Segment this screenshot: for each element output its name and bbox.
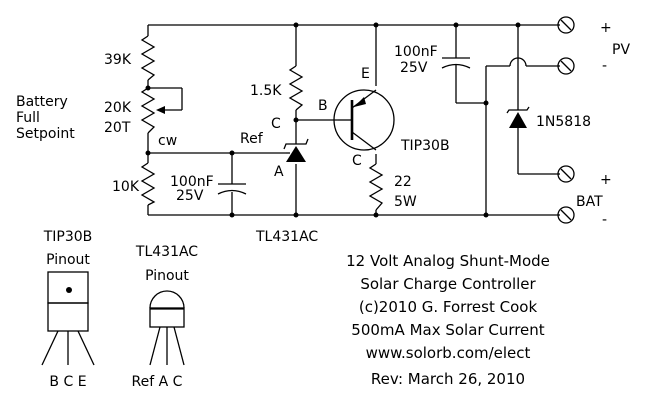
tl431-package: [149, 290, 185, 328]
capacitor-c1: [217, 183, 247, 195]
label-q-base: B: [318, 98, 328, 114]
pinout-tl431-subtitle: Pinout: [145, 268, 189, 284]
label-r-22: 22: [394, 174, 412, 190]
label-bat-plus: +: [600, 172, 612, 188]
resistor-1-5k: [288, 65, 304, 111]
pinout-tl431-pins: Ref A C: [132, 374, 183, 390]
label-r-5w: 5W: [394, 194, 417, 210]
tip30b-transistor: [333, 89, 395, 151]
title-block: 12 Volt Analog Shunt-Mode Solar Charge C…: [346, 252, 550, 388]
label-r-20t: 20T: [104, 120, 131, 136]
label-setpoint-line2: Full: [16, 110, 40, 126]
label-tip30b: TIP30B: [400, 138, 450, 154]
junction-dots: [145, 22, 521, 218]
label-bat: BAT: [576, 194, 603, 210]
title-line-5: www.solorb.com/elect: [366, 344, 531, 362]
label-c2-voltage: 25V: [400, 60, 428, 76]
label-r-39k: 39K: [104, 52, 132, 68]
label-c1-voltage: 25V: [176, 188, 204, 204]
pinout-tip30b-subtitle: Pinout: [46, 252, 90, 268]
terminal-pv-minus: [557, 57, 575, 75]
label-setpoint-line3: Setpoint: [16, 126, 75, 142]
label-pv: PV: [612, 42, 630, 58]
capacitor-c2: [441, 57, 471, 69]
pinout-tip30b-pins: B C E: [49, 374, 86, 390]
label-tl431: TL431AC: [255, 229, 318, 245]
title-line-3: (c)2010 G. Forrest Cook: [359, 298, 538, 316]
label-pv-minus: -: [602, 58, 607, 74]
wires: [41, 24, 560, 366]
resistor-10k: [140, 162, 156, 206]
pot-wiper-arrow: [156, 106, 165, 114]
title-line-1: 12 Volt Analog Shunt-Mode: [346, 252, 550, 270]
title-line-6: Rev: March 26, 2010: [371, 370, 525, 388]
diode-1n5818: [506, 106, 530, 128]
label-r-1-5k: 1.5K: [250, 83, 282, 99]
title-line-4: 500mA Max Solar Current: [351, 321, 545, 339]
terminal-bat-minus: [557, 206, 575, 224]
label-bat-minus: -: [602, 212, 607, 228]
label-q-emitter: E: [361, 66, 370, 82]
tl431-symbol: [283, 138, 309, 162]
label-pv-plus: +: [600, 20, 612, 36]
title-line-2: Solar Charge Controller: [360, 275, 536, 293]
terminal-pv-plus: [557, 16, 575, 34]
label-cw: cw: [158, 133, 177, 149]
label-tl431-cathode: C: [271, 116, 281, 132]
pinout-tip30b-title: TIP30B: [43, 229, 93, 245]
label-r-10k: 10K: [112, 179, 140, 195]
potentiometer-20k: [140, 87, 156, 134]
resistor-22-ohm: [368, 163, 384, 211]
terminal-bat-plus: [557, 165, 575, 183]
label-q-collector: C: [352, 153, 362, 169]
resistor-39k: [140, 35, 156, 81]
label-tl431-anode: A: [274, 164, 284, 180]
label-ref: Ref: [240, 131, 264, 147]
label-setpoint-line1: Battery: [16, 94, 68, 110]
label-c2-value: 100nF: [394, 44, 438, 60]
tip30b-package: [47, 271, 89, 332]
label-c1-value: 100nF: [170, 174, 214, 190]
pinout-tl431-title: TL431AC: [135, 244, 198, 260]
label-r-20k: 20K: [104, 100, 132, 116]
label-diode: 1N5818: [536, 114, 591, 130]
